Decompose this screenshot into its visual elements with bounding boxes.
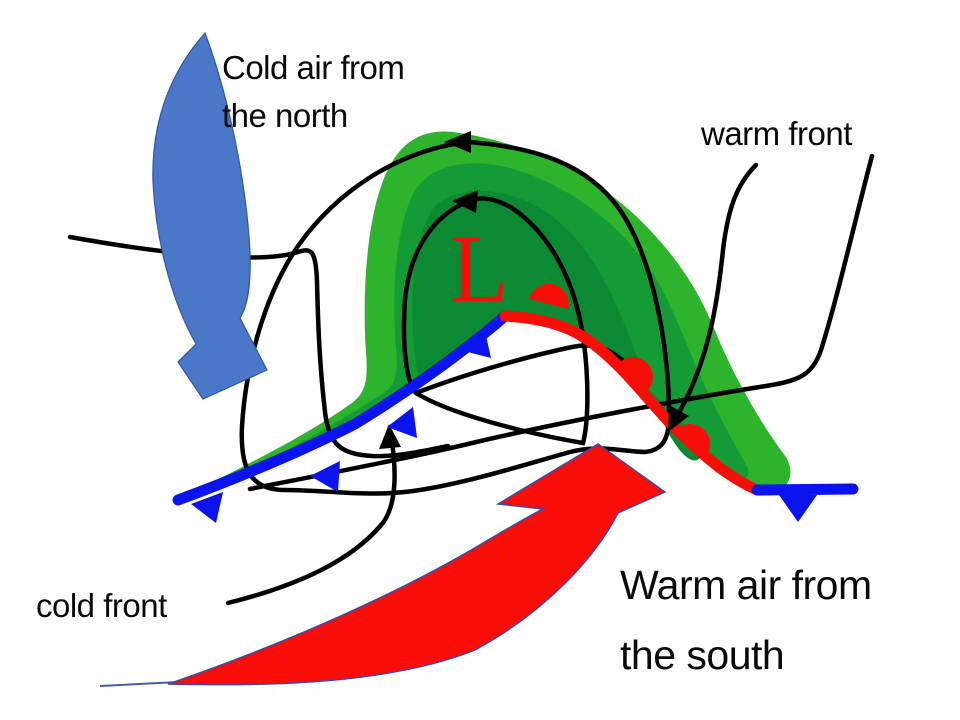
warm-air-arrow-tail-line <box>99 681 179 687</box>
warm-air-label-line1: Warm air from <box>620 562 872 608</box>
cold-front-east-triangle <box>779 495 817 522</box>
cold-front-triangle <box>460 327 491 358</box>
cold-front-label: cold front <box>36 587 167 624</box>
warm-front-label: warm front <box>701 115 852 152</box>
isobar-outer-loop <box>239 139 672 496</box>
warm-air-arrow-icon <box>167 443 667 686</box>
cold-front-line <box>172 310 511 506</box>
warm-front-line <box>499 310 763 496</box>
low-pressure-symbol: L <box>450 215 509 322</box>
cold-front-leader-line <box>225 433 397 606</box>
warm-front-bump <box>529 283 569 309</box>
warm-front-leader-line-1 <box>673 162 759 420</box>
warm-air-label-line2: the south <box>620 632 785 678</box>
warm-front-bump <box>620 357 653 392</box>
isobar-outer-arrowhead-icon <box>444 131 471 153</box>
cold-front-triangle <box>191 492 223 523</box>
isobar-inner-arrowhead-icon <box>452 190 478 213</box>
cold-air-arrow-icon <box>152 31 268 400</box>
cold-front-triangle <box>310 461 340 492</box>
cold-air-label-line1: Cold air from <box>222 49 405 86</box>
warm-front-bump <box>678 423 710 460</box>
warm-front-leader-line-2 <box>247 153 875 492</box>
cold-front-east-segment <box>751 483 859 496</box>
warm-front-leader-arrowhead-icon <box>668 405 689 432</box>
cold-air-label-line2: the north <box>222 97 348 134</box>
cloud-shield-core <box>412 190 701 461</box>
isobar-inner-loop <box>401 196 590 446</box>
cold-front-triangle <box>387 407 417 438</box>
cold-front-leader-arrowhead-icon <box>379 424 401 449</box>
